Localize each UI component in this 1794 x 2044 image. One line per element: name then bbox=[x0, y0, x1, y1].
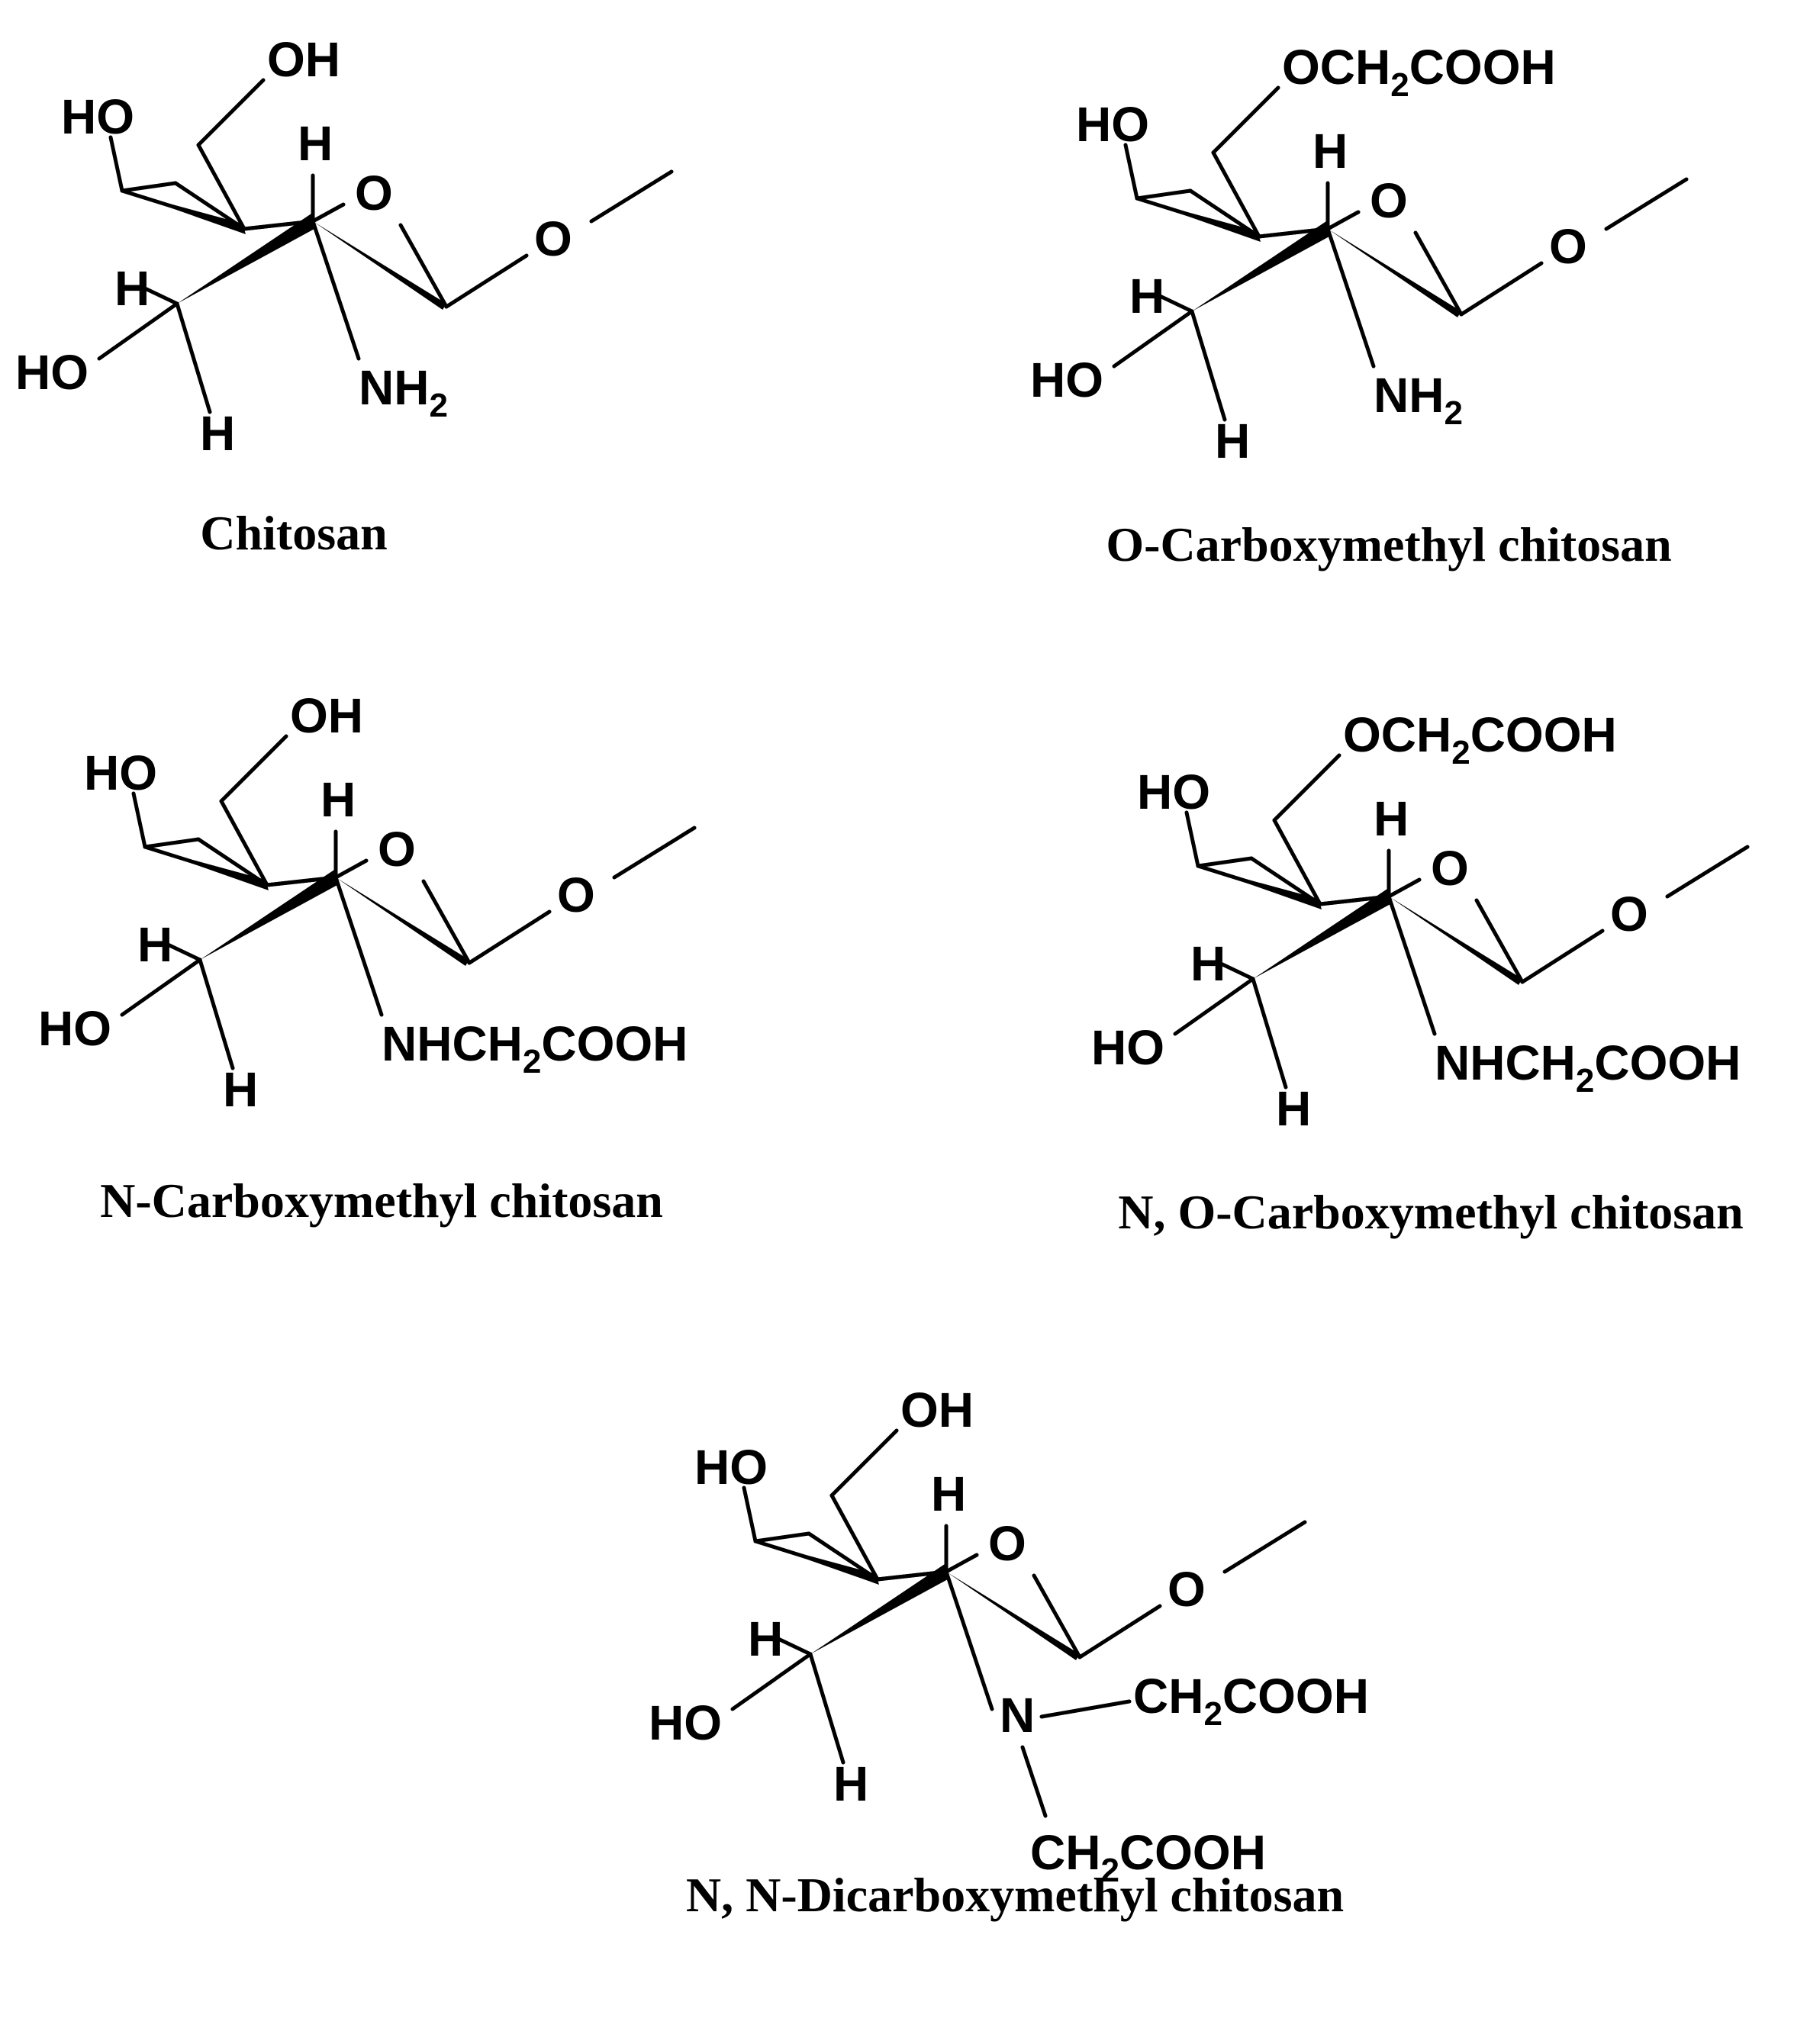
ring-oxygen-label: O bbox=[355, 166, 393, 220]
c6-substituent-label: OH bbox=[900, 1383, 974, 1437]
structure-caption: N, N-Dicarboxymethyl chitosan bbox=[686, 1868, 1344, 1922]
c2-substituent-label-subscript: 2 bbox=[1576, 1062, 1594, 1099]
glycosidic-oxygen-label: O bbox=[534, 211, 572, 266]
c6-substituent-label: OCH2COOH bbox=[1282, 40, 1556, 104]
n-carboxymethyl-2-label-main: CH bbox=[1030, 1825, 1100, 1880]
hydroxyl-c4-label: HO bbox=[61, 89, 134, 144]
n-carboxymethyl-1-label: CH2COOH bbox=[1133, 1669, 1369, 1733]
n-carboxymethyl-2-label-subscript: 2 bbox=[1100, 1852, 1119, 1889]
glycosidic-oxygen-label: O bbox=[557, 867, 595, 922]
c2-substituent-label-subscript: 2 bbox=[1444, 394, 1462, 432]
c2-substituent-label-subscript: 2 bbox=[523, 1043, 541, 1080]
structures-root: HOHOOOHHHOHNH2ChitosanHOHOOOHHHOCH2COOHN… bbox=[15, 32, 1747, 1922]
hydrogen-c3-label: H bbox=[833, 1756, 868, 1811]
c2-substituent-label-main: NHCH bbox=[382, 1016, 523, 1071]
amine-nitrogen-label: N bbox=[1000, 1688, 1035, 1743]
glycosidic-oxygen-label: O bbox=[1610, 887, 1648, 942]
hydroxyl-c4-label: HO bbox=[1137, 764, 1210, 819]
c6-substituent-label-subscript: 2 bbox=[1390, 66, 1409, 104]
ring-oxygen-label: O bbox=[378, 822, 416, 877]
c2-substituent-label-main: NH bbox=[359, 360, 429, 415]
hydrogen-c5-label: H bbox=[320, 772, 356, 827]
c6-substituent-label-main: OH bbox=[900, 1383, 974, 1437]
c2-substituent-label-tail: COOH bbox=[1594, 1035, 1741, 1090]
hydrogen-c4-label: H bbox=[1190, 936, 1226, 991]
c6-substituent-label-tail: COOH bbox=[1470, 707, 1617, 762]
hydrogen-c3-label: H bbox=[200, 406, 235, 461]
hydroxyl-c3-label: HO bbox=[649, 1695, 722, 1750]
hydrogen-c5-label: H bbox=[1312, 124, 1348, 179]
hydroxyl-c3-label: HO bbox=[38, 1001, 111, 1056]
n-carboxymethyl-1-label-tail: COOH bbox=[1222, 1669, 1369, 1724]
c6-substituent-label-main: OH bbox=[290, 688, 363, 743]
structure-caption: N-Carboxymethyl chitosan bbox=[100, 1173, 663, 1228]
hydroxyl-c3-label: HO bbox=[15, 345, 89, 400]
glycosidic-oxygen-label: O bbox=[1549, 219, 1587, 274]
n-branch-bond-1 bbox=[1039, 1699, 1132, 1719]
hydrogen-c3-label: H bbox=[223, 1062, 258, 1117]
structure-caption: Chitosan bbox=[200, 506, 387, 560]
c6-substituent-label-main: OCH bbox=[1282, 40, 1390, 95]
hydrogen-c5-label: H bbox=[931, 1466, 966, 1521]
hydroxyl-c4-label: HO bbox=[1076, 97, 1149, 152]
n-carboxymethyl-1-label-subscript: 2 bbox=[1203, 1695, 1222, 1733]
c2-substituent-label-main: NHCH bbox=[1435, 1035, 1576, 1090]
hydroxyl-c3-label: HO bbox=[1030, 352, 1103, 407]
c6-substituent-label-main: OH bbox=[267, 32, 340, 87]
c2-substituent-label-main: NH bbox=[1374, 368, 1444, 423]
c6-substituent-label-main: OCH bbox=[1343, 707, 1451, 762]
c6-substituent-label: OH bbox=[267, 32, 340, 87]
n-carboxymethyl-2-label-tail: COOH bbox=[1119, 1825, 1266, 1880]
c6-substituent-label: OCH2COOH bbox=[1343, 707, 1617, 771]
hydrogen-c4-label: H bbox=[114, 261, 150, 316]
c2-substituent-label-tail: COOH bbox=[541, 1016, 688, 1071]
c6-substituent-label-subscript: 2 bbox=[1451, 734, 1470, 771]
ring-oxygen-label: O bbox=[1370, 173, 1408, 228]
hydrogen-c5-label: H bbox=[1374, 791, 1409, 846]
hydrogen-c3-label: H bbox=[1276, 1081, 1311, 1136]
hydrogen-c4-label: H bbox=[1129, 269, 1164, 323]
hydrogen-c4-label: H bbox=[748, 1611, 783, 1666]
glycosidic-oxygen-label: O bbox=[1168, 1562, 1206, 1617]
c2-substituent-label: NH2 bbox=[359, 360, 448, 424]
ring-oxygen-label: O bbox=[1431, 841, 1469, 896]
c6-substituent-label: OH bbox=[290, 688, 363, 743]
c2-substituent-label: NHCH2COOH bbox=[382, 1016, 688, 1080]
c6-substituent-label-tail: COOH bbox=[1409, 40, 1556, 95]
hydroxyl-c4-label: HO bbox=[694, 1440, 768, 1495]
structure-caption: N, O-Carboxymethyl chitosan bbox=[1118, 1185, 1744, 1239]
c2-substituent-label-subscript: 2 bbox=[429, 387, 447, 424]
hydrogen-c4-label: H bbox=[137, 917, 172, 972]
n-carboxymethyl-2-label: CH2COOH bbox=[1030, 1825, 1266, 1889]
n-branch-bond-2 bbox=[1020, 1745, 1048, 1818]
c2-substituent-label: NHCH2COOH bbox=[1435, 1035, 1741, 1099]
c2-substituent-label: NH2 bbox=[1374, 368, 1463, 432]
structure-caption: O-Carboxymethyl chitosan bbox=[1106, 517, 1671, 571]
ring-oxygen-label: O bbox=[988, 1516, 1026, 1571]
hydrogen-c5-label: H bbox=[298, 116, 333, 171]
hydroxyl-c4-label: HO bbox=[84, 745, 157, 800]
hydrogen-c3-label: H bbox=[1215, 414, 1250, 468]
hydroxyl-c3-label: HO bbox=[1091, 1020, 1164, 1075]
n-carboxymethyl-1-label-main: CH bbox=[1133, 1669, 1203, 1724]
